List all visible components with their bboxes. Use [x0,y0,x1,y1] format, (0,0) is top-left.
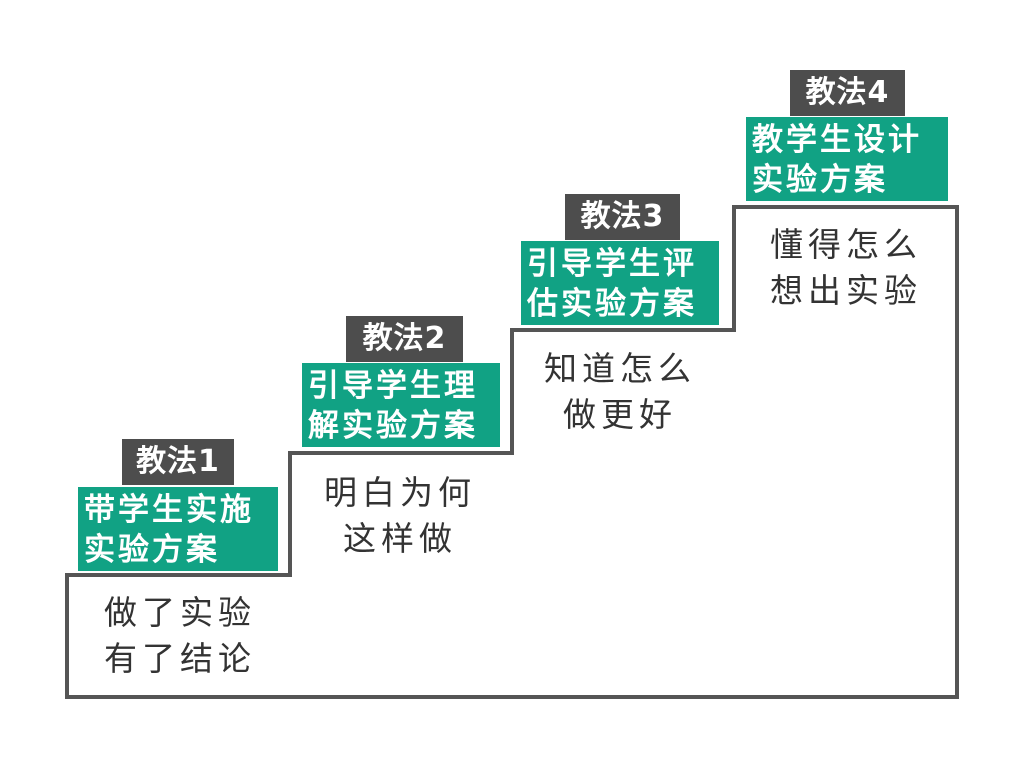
step-2-outcome-line-1: 明白为何 [324,473,476,512]
step-3-outcome-line-2: 做更好 [563,395,677,434]
step-3-method-line-2: 估实验方案 [527,286,697,322]
step-1-method-line-2: 实验方案 [84,532,220,568]
step-4-method-line-2: 实验方案 [752,162,888,198]
step-2-outcome: 明白为何 这样做 [300,470,500,562]
step-1-method-line-1: 带学生实施 [84,492,254,528]
step-1-method: 带学生实施 实验方案 [78,487,278,571]
step-4-tag: 教法4 [790,70,905,116]
step-2-method: 引导学生理 解实验方案 [302,363,500,447]
step-4-method-line-1: 教学生设计 [752,122,922,158]
step-1-outcome: 做了实验 有了结论 [80,590,280,682]
step-3-tag: 教法3 [565,194,680,240]
step-4-outcome: 懂得怎么 想出实验 [746,222,946,314]
step-2-method-line-1: 引导学生理 [308,368,478,404]
step-3-method: 引导学生评 估实验方案 [521,241,719,325]
step-2-outcome-line-2: 这样做 [343,519,457,558]
step-2-tag: 教法2 [346,316,463,362]
step-4-outcome-line-2: 想出实验 [770,271,922,310]
step-4-outcome-line-1: 懂得怎么 [770,225,922,264]
step-1-tag: 教法1 [122,439,234,485]
step-1-outcome-line-1: 做了实验 [104,593,256,632]
step-3-outcome: 知道怎么 做更好 [520,346,720,438]
step-4-method: 教学生设计 实验方案 [746,117,948,201]
step-3-outcome-line-1: 知道怎么 [544,349,696,388]
step-2-method-line-2: 解实验方案 [308,408,478,444]
step-3-method-line-1: 引导学生评 [527,246,697,282]
staircase-path [65,205,959,699]
step-1-outcome-line-2: 有了结论 [104,639,256,678]
